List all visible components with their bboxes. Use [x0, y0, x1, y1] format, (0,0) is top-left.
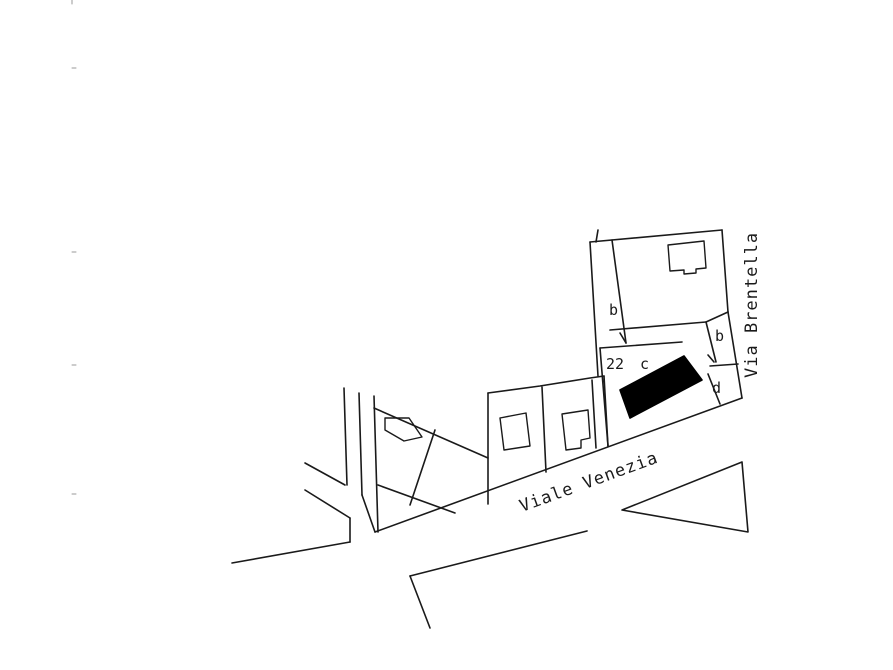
- parcel-sub-b-right: b: [715, 327, 724, 345]
- building-outline: [561, 409, 591, 451]
- street-label-viale-venezia: Viale Venezia: [517, 448, 661, 517]
- parcel-22-block: [589, 229, 743, 447]
- parcel-sub-b-left: b: [609, 301, 618, 319]
- subject-building: [619, 355, 703, 419]
- viale-venezia-road: [231, 397, 749, 629]
- side-road: [343, 387, 379, 533]
- parcel-sub-d: d: [712, 379, 721, 397]
- left-parcels: [373, 375, 609, 514]
- margin-ticks: [71, 0, 77, 495]
- parcel-sub-c: c: [640, 355, 649, 373]
- building-outline: [667, 240, 707, 275]
- building-outline: [384, 417, 423, 442]
- street-label-via-brentella: Via Brentella: [742, 232, 762, 378]
- building-outline: [499, 412, 531, 451]
- parcel-number-22: 22: [606, 355, 624, 373]
